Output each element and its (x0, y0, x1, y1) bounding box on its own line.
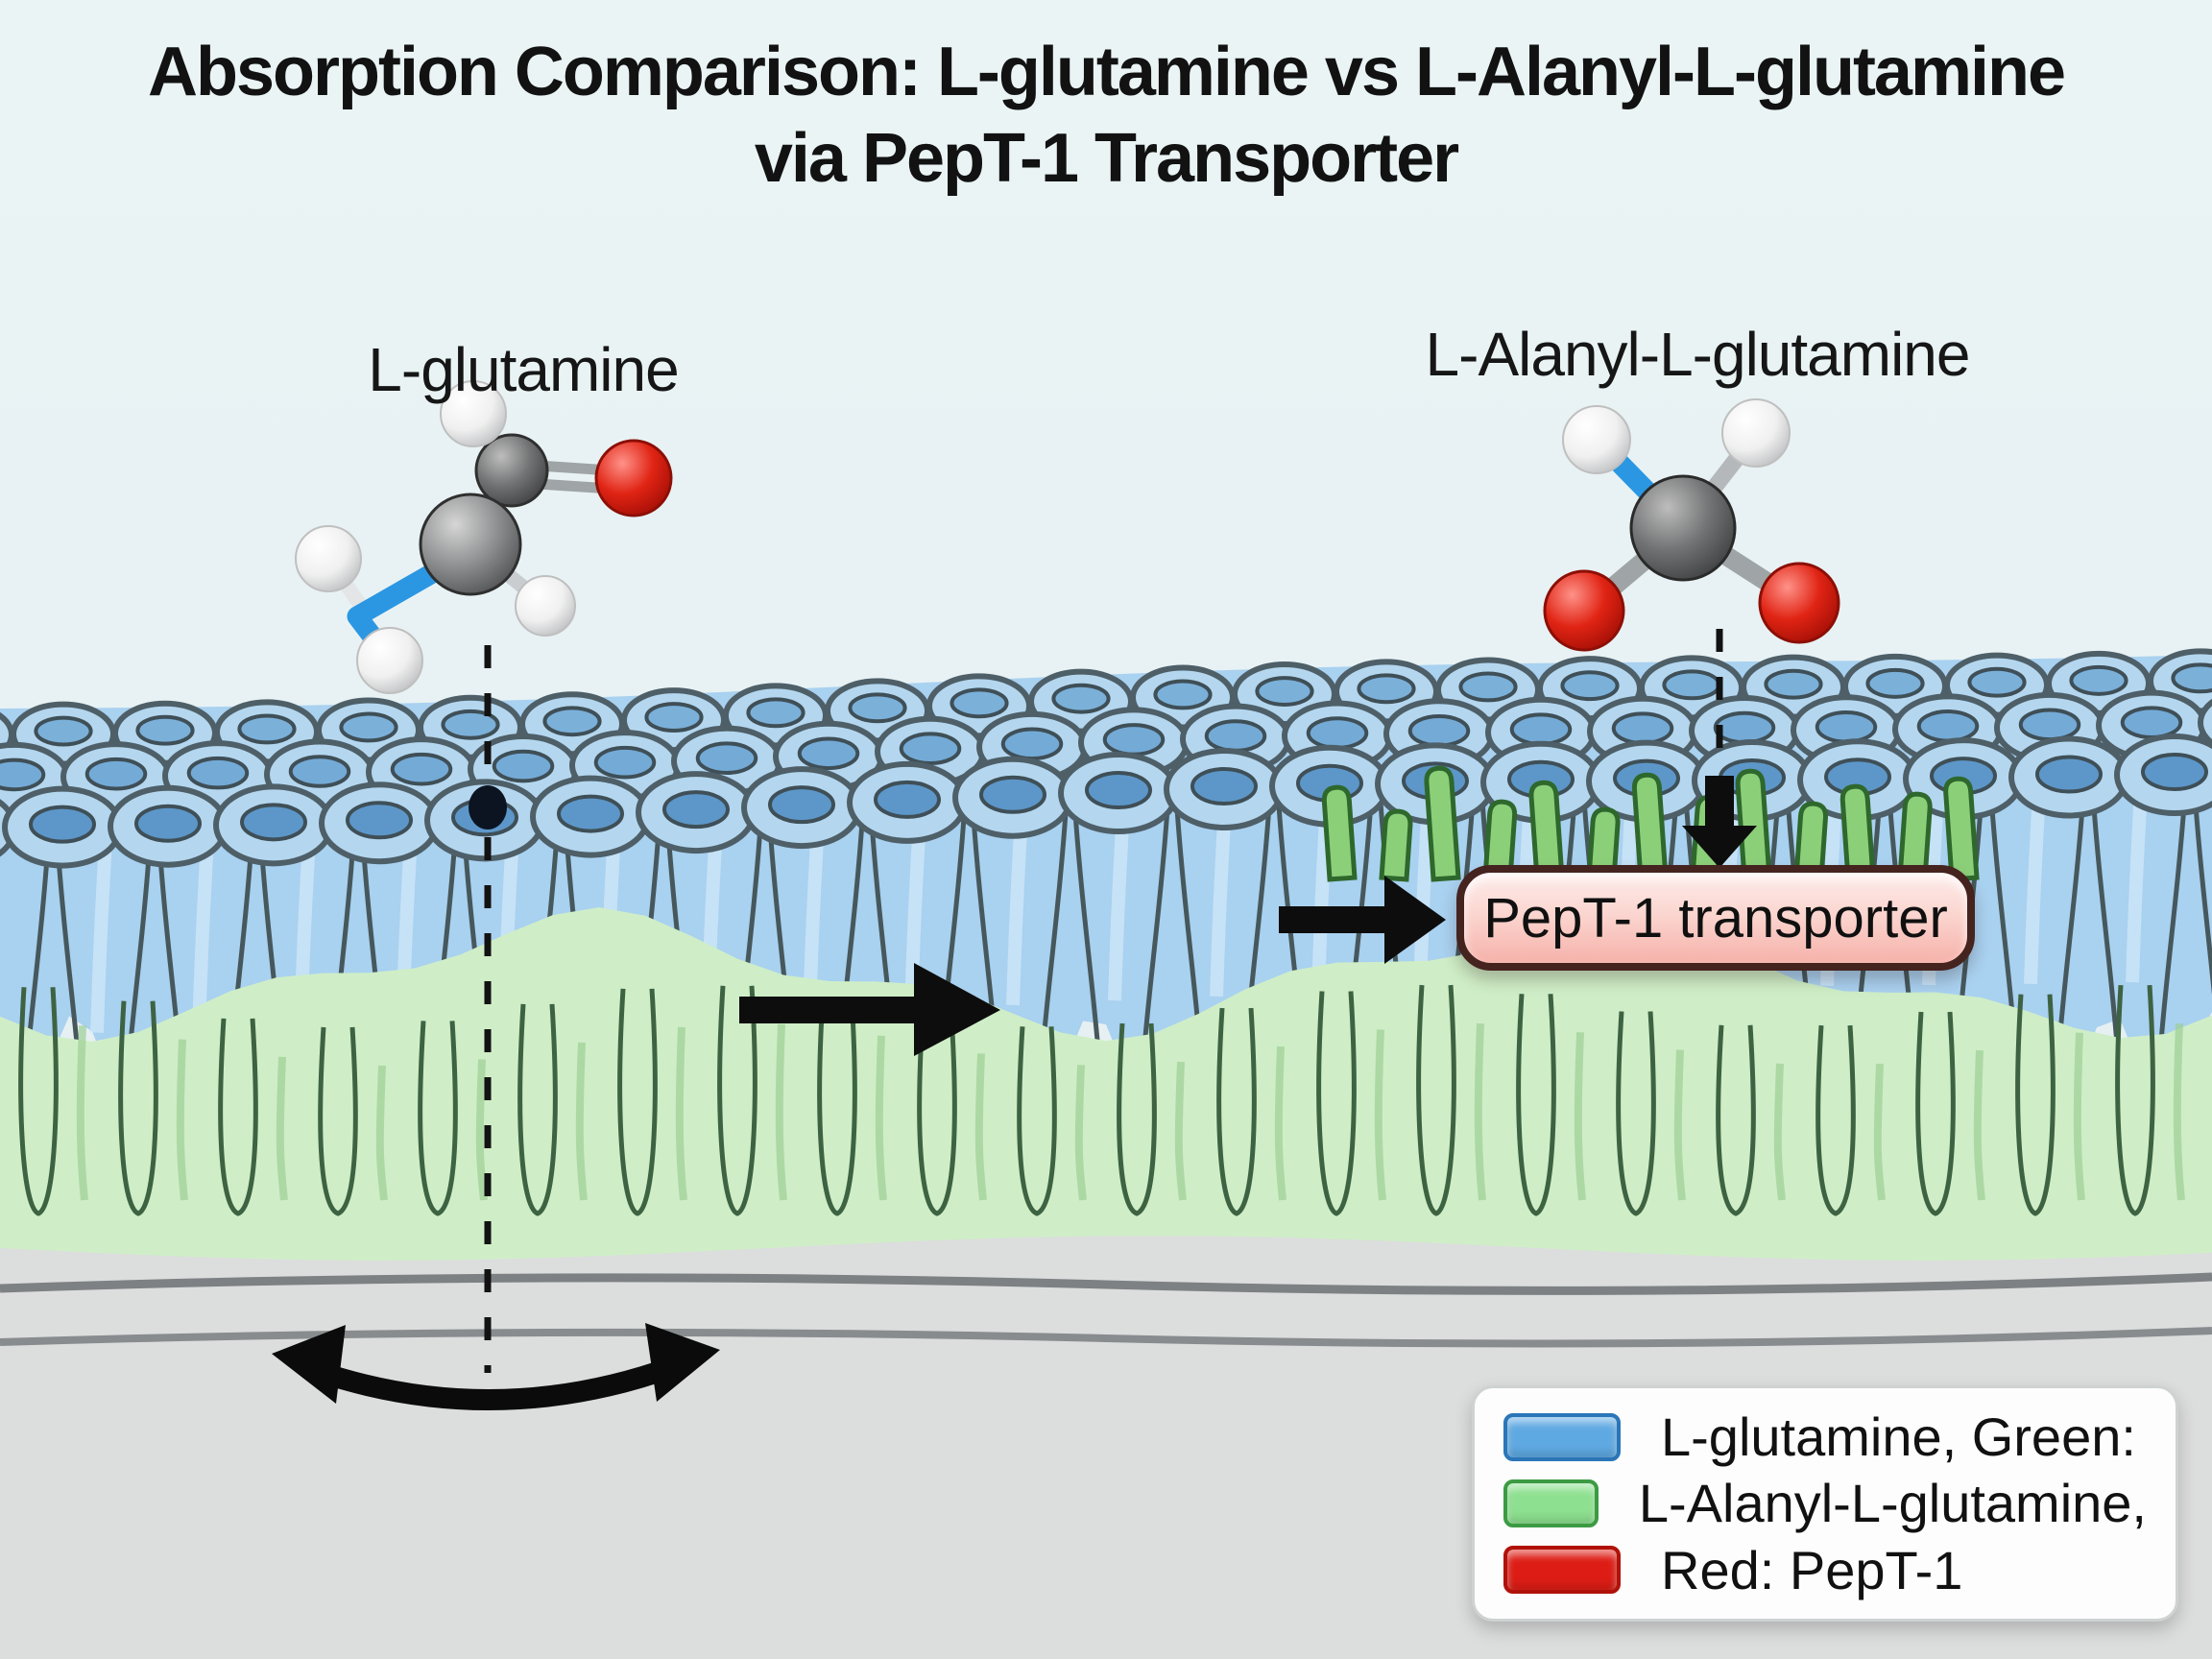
legend-row: Red: PepT-1 (1503, 1539, 2147, 1601)
hydrogen-atom (440, 380, 507, 447)
blue-swatch (1503, 1412, 1621, 1461)
page-title: Absorption Comparison: L-glutamine vs L-… (0, 29, 2212, 202)
microvillus (1735, 768, 1772, 882)
microvillus (1379, 808, 1413, 882)
microvillus (1943, 776, 1980, 882)
legend-label: L-glutamine, Green: (1661, 1407, 2136, 1468)
microvillus (1321, 784, 1358, 882)
red-swatch (1503, 1546, 1621, 1595)
microvillus (1839, 783, 1876, 882)
diffusion-oscillation-double-arrow-icon (272, 1323, 720, 1410)
microvillus (1586, 806, 1621, 882)
basement-membrane-line-upper (0, 1272, 2212, 1295)
pept1-transporter-box: PepT-1 transporter (1456, 865, 1975, 971)
pept1-transporter-label: PepT-1 transporter (1483, 886, 1948, 950)
glutamine-molecule-dot (469, 785, 507, 830)
l-glutamine-molecule (295, 380, 673, 694)
legend-row: L-Alanyl-L-glutamine, (1503, 1472, 2147, 1534)
l-alanyl-l-glutamine-label: L-Alanyl-L-glutamine (1425, 320, 1971, 389)
hydrogen-atom (1562, 405, 1631, 474)
l-glutamine-label: L-glutamine (368, 335, 679, 404)
hydrogen-atom (356, 627, 423, 694)
hydrogen-atom (295, 525, 362, 592)
legend-row: L-glutamine, Green: (1503, 1406, 2147, 1468)
hydrogen-atom (515, 575, 576, 637)
lamina-propria-layer-green (0, 907, 2212, 1261)
oxygen-atom (594, 439, 673, 517)
hydrogen-atom (1721, 398, 1791, 468)
carbon-atom (1629, 474, 1737, 582)
carbon-atom (419, 493, 522, 596)
oxygen-atom (1758, 562, 1840, 644)
flow-arrow-right-icon (739, 963, 1000, 1056)
carbon-atom (474, 433, 549, 508)
microvillus (1631, 772, 1669, 882)
l-alanyl-l-glutamine-molecule (1543, 398, 1840, 652)
legend-label: L-Alanyl-L-glutamine, (1638, 1473, 2147, 1534)
down-arrow-icon (1682, 776, 1757, 868)
color-legend: L-glutamine, Green: L-Alanyl-L-glutamine… (1472, 1385, 2178, 1622)
microvillus (1482, 799, 1518, 882)
title-line-2: via PepT-1 Transporter (754, 120, 1459, 197)
basement-membrane-line-lower (0, 1327, 2212, 1348)
legend-label: Red: PepT-1 (1661, 1539, 1963, 1600)
microvillus (1897, 791, 1933, 882)
microvillus (1528, 780, 1565, 882)
green-swatch (1503, 1479, 1599, 1527)
transporter-arrow-right-icon (1279, 876, 1446, 964)
microvillus (1424, 765, 1461, 882)
title-line-1: Absorption Comparison: L-glutamine vs L-… (147, 34, 2066, 110)
microvillus (1793, 801, 1828, 882)
microvilli-cluster (1321, 765, 1980, 882)
oxygen-atom (1543, 569, 1625, 652)
